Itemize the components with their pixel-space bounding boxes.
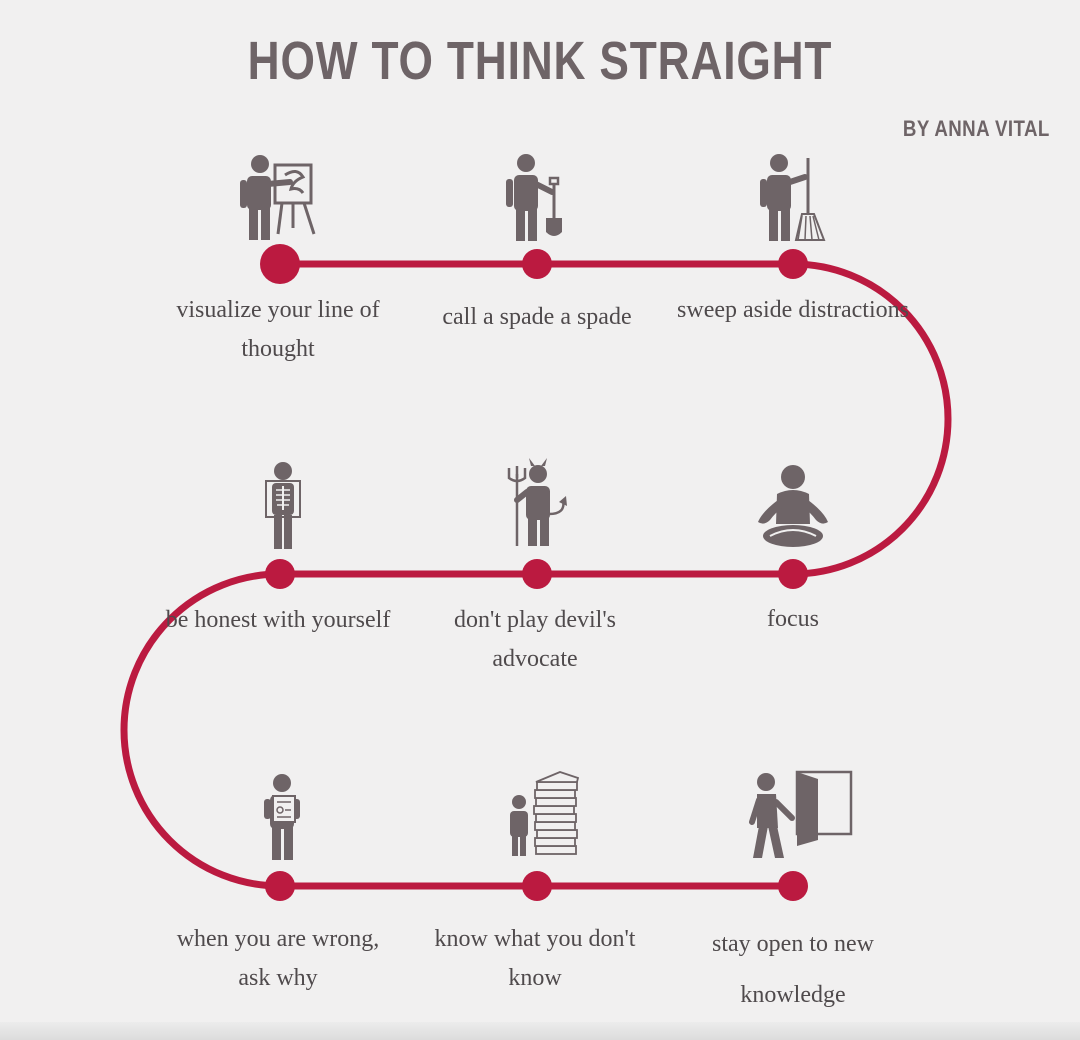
person-easel-icon	[240, 155, 316, 240]
page-title: HOW TO THINK STRAIGHT	[247, 31, 833, 91]
step-label-spade: call a spade a spade	[442, 304, 632, 330]
milestone-dot-5	[522, 559, 552, 589]
step-label-honest: be honest with yourself	[165, 607, 391, 633]
devil-trident-icon	[507, 458, 567, 546]
person-open-door-icon	[749, 770, 853, 858]
person-spade-icon	[506, 154, 562, 241]
bottom-edge	[0, 1022, 1080, 1040]
milestone-dot-1	[260, 244, 300, 284]
step-label-know-dont-know: know what you don't know	[434, 926, 636, 991]
person-book-stack-icon	[510, 771, 580, 856]
milestone-dot-4	[778, 559, 808, 589]
step-label-wrong-ask-why: when you are wrong, ask why	[176, 926, 380, 991]
milestone-dot-2	[522, 249, 552, 279]
milestone-dot-9	[778, 871, 808, 901]
milestone-dot-6	[265, 559, 295, 589]
author-byline: BY ANNA VITAL	[903, 116, 1050, 141]
step-label-focus: focus	[767, 606, 819, 632]
milestone-dot-8	[522, 871, 552, 901]
step-label-visualize: visualize your line of thought	[176, 297, 380, 362]
step-label-stay-open: stay open to new knowledge	[712, 931, 874, 1008]
milestone-dot-7	[265, 871, 295, 901]
person-report-icon	[264, 774, 300, 860]
milestone-dot-3	[778, 249, 808, 279]
step-label-devils-advocate: don't play devil's advocate	[454, 607, 616, 672]
step-label-sweep: sweep aside distractions	[677, 297, 909, 323]
xray-skeleton-icon	[265, 462, 301, 549]
meditating-person-icon	[758, 465, 828, 547]
person-broom-icon	[760, 154, 826, 241]
